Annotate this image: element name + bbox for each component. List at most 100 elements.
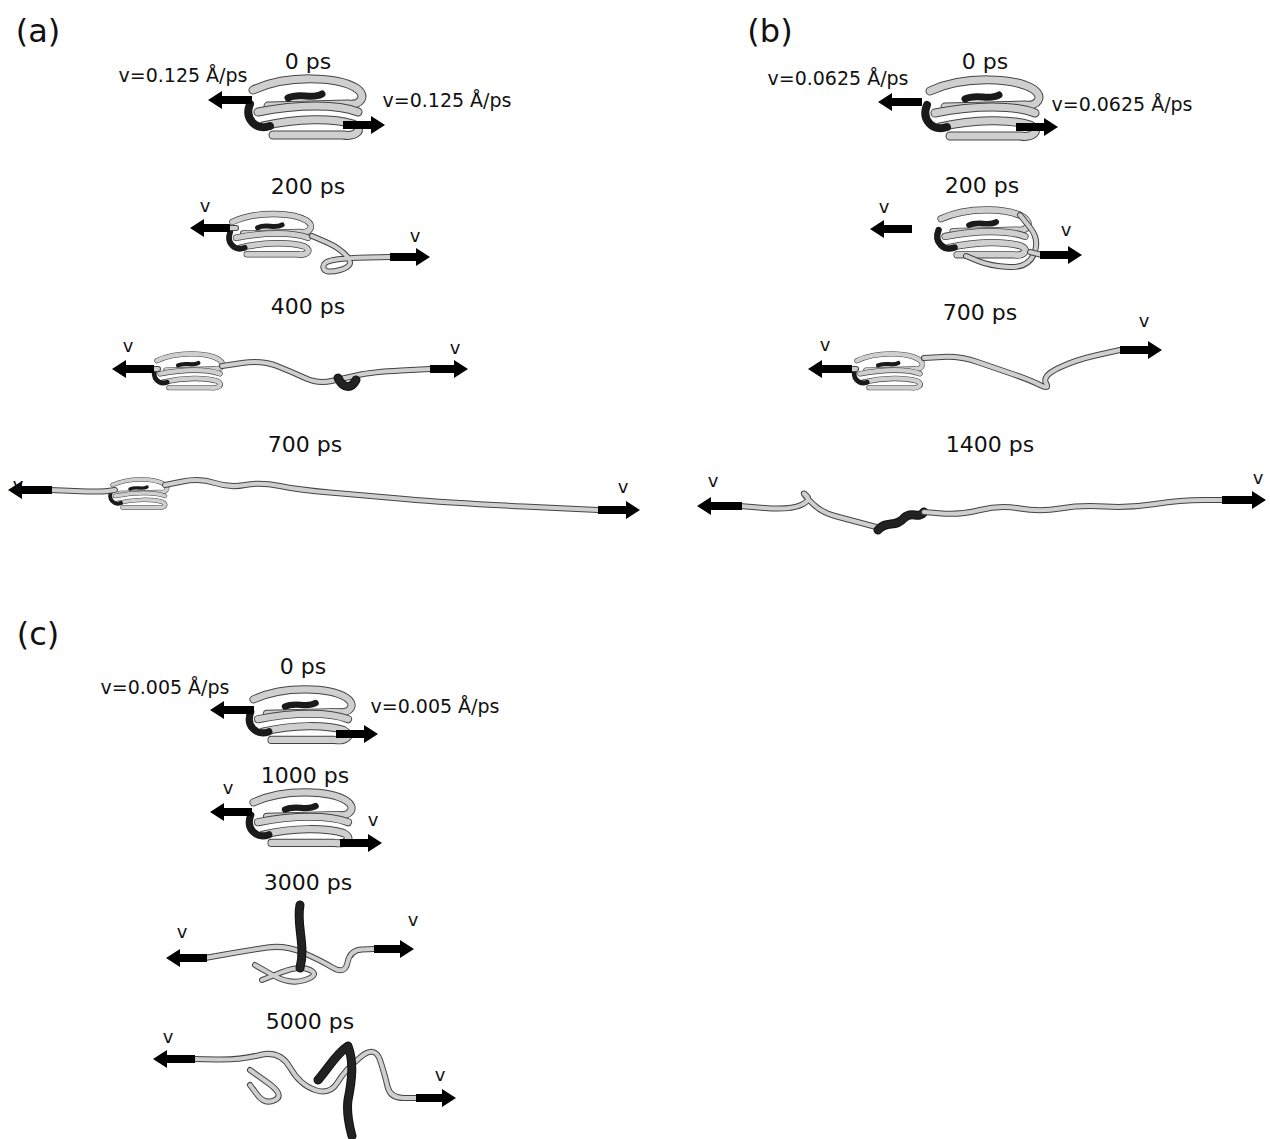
beta-strand bbox=[949, 243, 1025, 256]
arrow-head bbox=[870, 220, 884, 238]
pulling-arrow bbox=[112, 360, 154, 378]
arrow-head bbox=[1148, 341, 1162, 359]
arrow-shaft bbox=[180, 954, 207, 962]
arrow-head bbox=[210, 803, 224, 821]
strand-outline bbox=[935, 107, 1035, 113]
velocity-label: v bbox=[366, 810, 381, 830]
unfolded-chain bbox=[924, 500, 1228, 514]
pulling-arrow bbox=[1040, 246, 1082, 264]
velocity-label: v bbox=[198, 196, 213, 216]
pulling-arrow bbox=[416, 1089, 456, 1107]
pulling-arrow bbox=[166, 949, 207, 967]
velocity-label: v bbox=[121, 336, 136, 356]
arrow-head bbox=[697, 497, 711, 515]
velocity-label: v bbox=[706, 471, 721, 491]
strand-outline bbox=[860, 370, 920, 374]
beta-strand bbox=[945, 232, 1025, 237]
time-label: 5000 ps bbox=[264, 1010, 356, 1034]
arrow-shaft bbox=[416, 1094, 442, 1102]
time-label: 0 ps bbox=[283, 50, 333, 74]
time-label: 3000 ps bbox=[262, 871, 354, 895]
beta-strand bbox=[860, 370, 920, 374]
time-label: 700 ps bbox=[941, 301, 1019, 325]
velocity-label: v=0.005 Å/ps bbox=[99, 677, 232, 698]
pulling-arrow bbox=[808, 360, 852, 378]
unfolded-chain bbox=[250, 1070, 279, 1102]
helix bbox=[969, 222, 996, 225]
velocity-label: v=0.125 Å/ps bbox=[117, 65, 250, 86]
pulling-arrow bbox=[190, 219, 230, 237]
velocity-label: v bbox=[221, 778, 236, 798]
time-label: 700 ps bbox=[266, 433, 344, 457]
arrow-shaft bbox=[1120, 346, 1148, 354]
strand-outline bbox=[236, 233, 308, 237]
helix bbox=[878, 512, 924, 530]
arrow-shaft bbox=[430, 365, 454, 373]
beta-strand bbox=[118, 500, 166, 508]
strand-outline bbox=[160, 370, 220, 374]
unfolded-chain bbox=[966, 215, 1036, 267]
velocity-label: v bbox=[11, 475, 26, 495]
strand-outline bbox=[118, 500, 166, 508]
pulling-arrow bbox=[390, 248, 430, 266]
arrow-shaft bbox=[336, 730, 364, 738]
arrow-shaft bbox=[224, 706, 254, 714]
beta-strand bbox=[236, 233, 308, 237]
arrow-shaft bbox=[22, 486, 52, 494]
unfolded-chain bbox=[222, 362, 430, 382]
arrow-head bbox=[371, 116, 385, 134]
helix bbox=[229, 232, 245, 249]
velocity-label: v bbox=[448, 338, 463, 358]
arrow-head bbox=[442, 1089, 456, 1107]
arrow-head bbox=[1068, 246, 1082, 264]
helix bbox=[285, 703, 316, 707]
arrow-shaft bbox=[390, 253, 416, 261]
pulling-arrow bbox=[336, 725, 378, 743]
helix bbox=[249, 712, 268, 733]
arrow-shaft bbox=[204, 224, 230, 232]
arrow-head bbox=[153, 1050, 167, 1068]
helix bbox=[130, 487, 147, 489]
folded-protein bbox=[229, 214, 311, 255]
unfolded-chain bbox=[255, 965, 314, 982]
arrow-head bbox=[416, 248, 430, 266]
beta-strand bbox=[240, 243, 309, 254]
helix bbox=[288, 94, 322, 98]
arrow-shaft bbox=[222, 96, 252, 104]
pulling-arrow bbox=[208, 91, 252, 109]
unfolded-chain bbox=[193, 1052, 418, 1098]
arrow-shaft bbox=[343, 121, 371, 129]
time-label: 200 ps bbox=[943, 174, 1021, 198]
beta-strand bbox=[263, 726, 349, 740]
arrow-shaft bbox=[884, 225, 912, 233]
helix bbox=[318, 1046, 352, 1136]
arrow-shaft bbox=[1222, 496, 1252, 504]
strand-outline bbox=[258, 106, 358, 112]
arrow-head bbox=[364, 725, 378, 743]
pulling-arrow bbox=[210, 803, 252, 821]
helix bbox=[110, 492, 121, 504]
arrow-shaft bbox=[892, 98, 922, 106]
unfolded-chain bbox=[165, 480, 598, 510]
strand-outline bbox=[863, 378, 920, 387]
helix bbox=[925, 105, 947, 128]
helix bbox=[338, 378, 356, 387]
arrow-shaft bbox=[126, 365, 154, 373]
arrow-head bbox=[190, 219, 204, 237]
time-label: 0 ps bbox=[960, 50, 1010, 74]
pulling-arrow bbox=[374, 940, 414, 958]
velocity-label: v bbox=[1059, 220, 1074, 240]
velocity-label: v=0.0625 Å/ps bbox=[765, 68, 910, 89]
folded-protein bbox=[854, 354, 922, 388]
velocity-label: v bbox=[406, 910, 421, 930]
velocity-label: v=0.0625 Å/ps bbox=[1049, 94, 1194, 115]
arrow-shaft bbox=[340, 839, 368, 847]
strand-outline bbox=[258, 714, 348, 719]
beta-strand bbox=[115, 493, 165, 496]
velocity-label: v=0.005 Å/ps bbox=[369, 696, 502, 717]
arrow-shaft bbox=[167, 1055, 195, 1063]
velocity-label: v bbox=[1137, 311, 1152, 331]
unfolded-chain bbox=[312, 236, 390, 272]
pulling-arrow bbox=[1016, 118, 1058, 136]
